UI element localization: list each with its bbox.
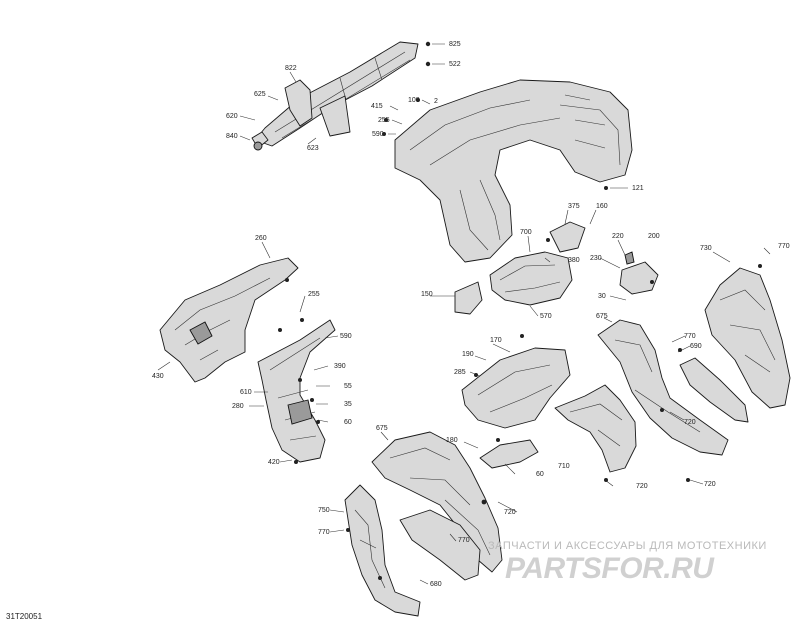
callout-190: 190 [462,351,474,358]
watermark-tagline: ЗАПЧАСТИ И АКСЕССУАРЫ ДЛЯ МОТОТЕХНИКИ [488,540,767,552]
fasteners [278,41,762,580]
callout-170: 170 [490,337,502,344]
callout-60-b: 60 [536,471,544,478]
callout-825: 825 [449,41,461,48]
callout-380: 380 [568,257,580,264]
callout-180: 180 [446,437,458,444]
right-side-fender [679,267,791,423]
callout-260: 260 [255,235,267,242]
callout-30: 30 [598,293,606,300]
left-side-panel [159,257,299,383]
right-lower-cover [554,384,637,473]
callout-720-b: 720 [636,483,648,490]
callout-675-a: 675 [596,313,608,320]
callout-720-d: 720 [504,509,516,516]
callout-220: 220 [612,233,624,240]
callout-570: 570 [540,313,552,320]
callout-680: 680 [430,581,442,588]
callout-720-c: 720 [704,481,716,488]
center-console [461,347,571,469]
callout-2: 2 [434,98,438,105]
callout-430: 430 [152,373,164,380]
callout-150: 150 [421,291,433,298]
callout-770-b: 770 [684,333,696,340]
callout-770-c: 770 [318,529,330,536]
callout-375: 375 [568,203,580,210]
callout-822: 822 [285,65,297,72]
callout-710: 710 [558,463,570,470]
callout-840: 840 [226,133,238,140]
callout-255: 255 [378,117,390,124]
callout-720-a: 720 [684,419,696,426]
small-brackets [619,251,659,295]
document-id: 31T20051 [6,612,43,621]
callout-522: 522 [449,61,461,68]
callout-230: 230 [590,255,602,262]
rear-rack-frame [251,41,419,151]
callout-55: 55 [344,383,352,390]
leader-lines [157,43,771,585]
callout-160: 160 [596,203,608,210]
callout-60-a: 60 [344,419,352,426]
callout-750: 750 [318,507,330,514]
callout-623: 623 [307,145,319,152]
callout-35: 35 [344,401,352,408]
center-bracket-frame [257,319,336,463]
callout-labels: 825 822 522 625 100 2 620 415 255 590 84… [152,41,790,588]
callout-730: 730 [700,245,712,252]
callout-285: 285 [454,369,466,376]
left-lower-panel [344,484,421,617]
callout-390: 390 [334,363,346,370]
callout-700: 700 [520,229,532,236]
watermark-brand: PARTSFOR.RU [505,552,714,585]
headlight-console [454,221,586,315]
callout-415: 415 [371,103,383,110]
callout-690: 690 [690,343,702,350]
callout-255-b: 255 [308,291,320,298]
left-footwell [371,431,503,581]
callout-770-a: 770 [778,243,790,250]
rear-fender [394,79,633,263]
callout-590: 590 [372,131,384,138]
callout-100: 100 [408,97,420,104]
callout-280: 280 [232,403,244,410]
callout-770-d: 770 [458,537,470,544]
callout-610: 610 [240,389,252,396]
right-footwell [597,319,729,456]
callout-121: 121 [632,185,644,192]
callout-625: 625 [254,91,266,98]
callout-420: 420 [268,459,280,466]
callout-590-b: 590 [340,333,352,340]
callout-675-b: 675 [376,425,388,432]
callout-200: 200 [648,233,660,240]
callout-620: 620 [226,113,238,120]
